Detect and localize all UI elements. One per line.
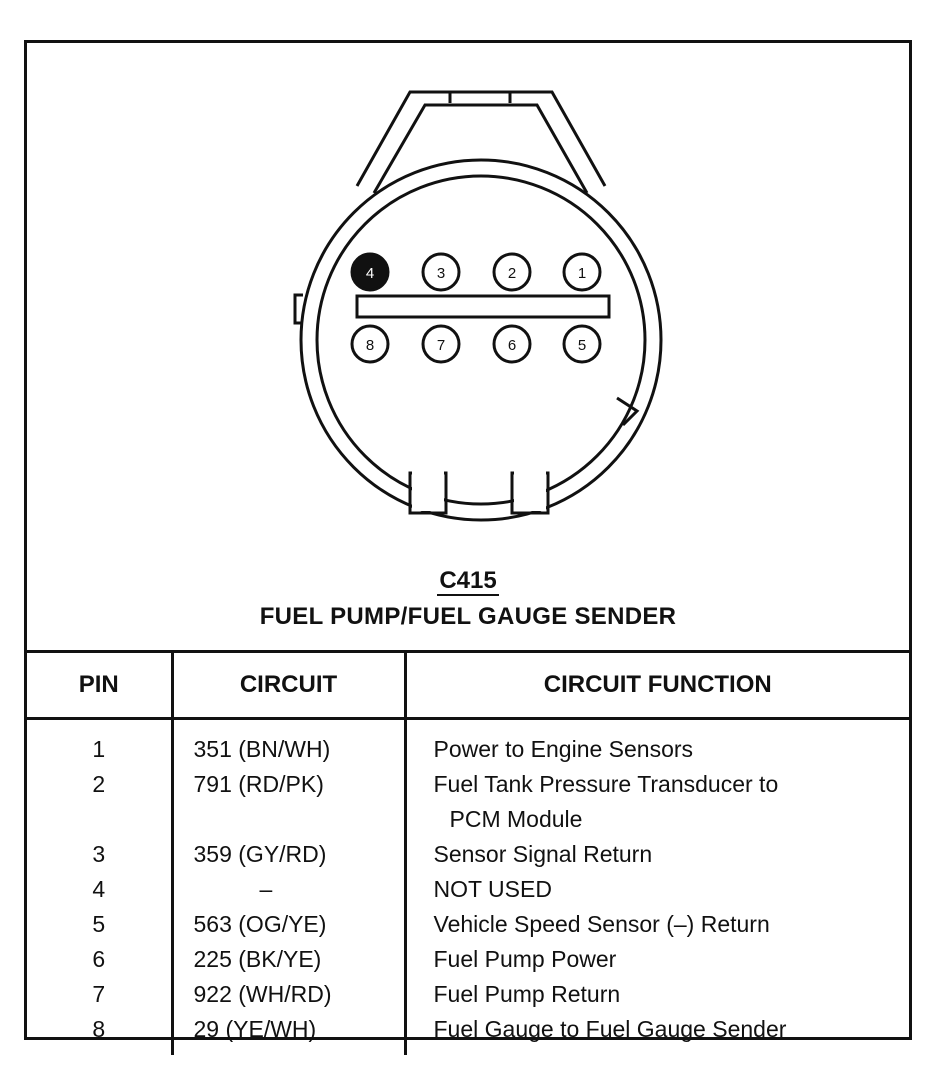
connector-drawing: 4 3 2 1 8 7 6 5	[293, 90, 663, 522]
pin-cell: 8	[92, 1016, 106, 1042]
connector-housing-inner	[315, 174, 647, 506]
pin-divider-bar	[355, 294, 611, 319]
header-pin: PIN	[27, 650, 172, 720]
table-row: 1 351 (BN/WH) Power to Engine Sensors	[27, 718, 909, 767]
table-row: 6 225 (BK/YE) Fuel Pump Power	[27, 942, 909, 977]
function-cell: Fuel Tank Pressure Transducer to PCM Mod…	[403, 767, 909, 837]
function-cell: Fuel Pump Return	[403, 977, 909, 1012]
header-circuit-function: CIRCUIT FUNCTION	[403, 650, 909, 720]
circuit-cell: 351 (BN/WH)	[170, 718, 405, 767]
header-circuit: CIRCUIT	[170, 650, 405, 720]
table-row: 8 29 (YE/WH) Fuel Gauge to Fuel Gauge Se…	[27, 1012, 909, 1055]
function-cell: Fuel Pump Power	[403, 942, 909, 977]
pin-5: 5	[562, 324, 602, 364]
pin-6-label: 6	[508, 337, 516, 354]
pin-3-label: 3	[437, 265, 445, 282]
pin-cell: 2	[92, 771, 106, 797]
pin-7-label: 7	[437, 337, 445, 354]
pin-2-label: 2	[508, 265, 516, 282]
left-key-tab	[293, 293, 303, 325]
table-row: 5 563 (OG/YE) Vehicle Speed Sensor (–) R…	[27, 907, 909, 942]
connector-id: C415	[27, 567, 909, 596]
pin-cell: 5	[92, 911, 106, 937]
pin-6: 6	[492, 324, 532, 364]
pin-4-label: 4	[366, 265, 374, 282]
pinout-table: PIN CIRCUIT CIRCUIT FUNCTION 1 351 (BN/W…	[27, 650, 909, 1055]
table-row: 2 791 (RD/PK) Fuel Tank Pressure Transdu…	[27, 767, 909, 837]
function-line-2: PCM Module	[449, 806, 583, 832]
table-row: 4 – NOT USED	[27, 872, 909, 907]
pin-cell: 4	[92, 876, 106, 902]
function-cell: Vehicle Speed Sensor (–) Return	[403, 907, 909, 942]
table-header-row: PIN CIRCUIT CIRCUIT FUNCTION	[27, 650, 909, 720]
table-row: 7 922 (WH/RD) Fuel Pump Return	[27, 977, 909, 1012]
connector-latch	[355, 90, 607, 187]
diagram-frame: 4 3 2 1 8 7 6 5 C	[24, 40, 912, 1055]
pin-cell: 6	[92, 946, 106, 972]
pin-7: 7	[421, 324, 461, 364]
function-line-1: Fuel Tank Pressure Transducer to	[433, 771, 779, 797]
pin-1-label: 1	[578, 265, 586, 282]
pin-2: 2	[492, 252, 532, 292]
function-cell: Power to Engine Sensors	[403, 718, 909, 767]
connector-name: FUEL PUMP/FUEL GAUGE SENDER	[259, 603, 677, 630]
pin-4: 4	[350, 252, 390, 292]
pin-8: 8	[350, 324, 390, 364]
pin-5-label: 5	[578, 337, 586, 354]
connector-housing-outer	[299, 158, 663, 522]
function-cell: NOT USED	[403, 872, 909, 907]
right-key-tab	[616, 396, 640, 427]
circuit-cell: 563 (OG/YE)	[170, 907, 405, 942]
table-row: 3 359 (GY/RD) Sensor Signal Return	[27, 837, 909, 872]
pin-cell: 7	[92, 981, 106, 1007]
pinout-table-wrap: PIN CIRCUIT CIRCUIT FUNCTION 1 351 (BN/W…	[27, 650, 909, 1055]
circuit-cell: –	[170, 872, 405, 907]
pin-cell: 1	[92, 736, 106, 762]
connector-id-text: C415	[437, 567, 499, 596]
function-cell: Fuel Gauge to Fuel Gauge Sender	[403, 1012, 909, 1055]
circuit-cell: 359 (GY/RD)	[170, 837, 405, 872]
pin-1: 1	[562, 252, 602, 292]
circuit-cell: 225 (BK/YE)	[170, 942, 405, 977]
pin-3: 3	[421, 252, 461, 292]
pin-cell: 3	[92, 841, 106, 867]
circuit-cell: 29 (YE/WH)	[170, 1012, 405, 1055]
function-cell: Sensor Signal Return	[403, 837, 909, 872]
circuit-cell: 922 (WH/RD)	[170, 977, 405, 1012]
circuit-cell: 791 (RD/PK)	[170, 767, 405, 837]
pin-8-label: 8	[366, 337, 374, 354]
